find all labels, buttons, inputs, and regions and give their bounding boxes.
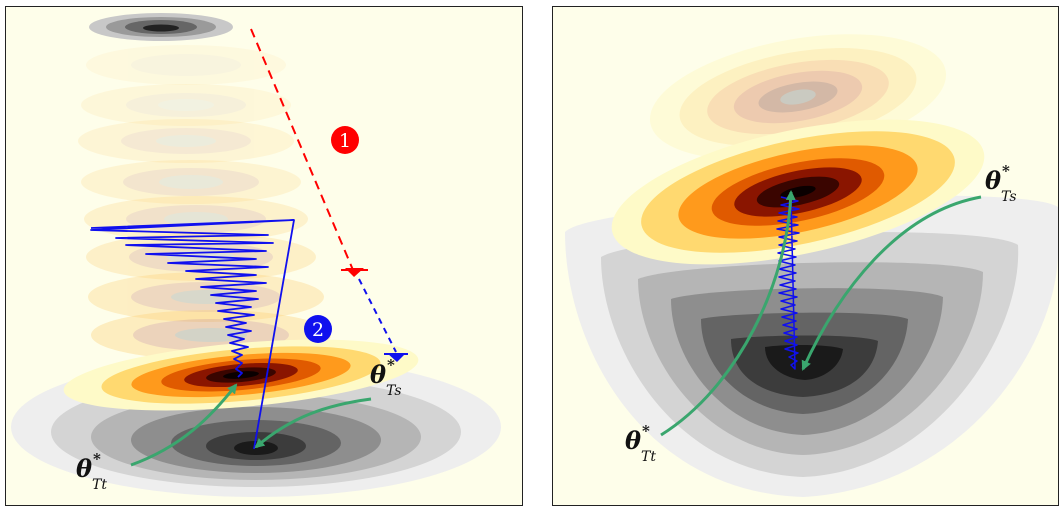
theta-target-label: θ * Tt bbox=[625, 422, 656, 465]
source-optimum-arrow bbox=[254, 397, 372, 449]
source-loss-landscape bbox=[611, 119, 985, 265]
svg-text:*: * bbox=[93, 450, 101, 468]
svg-text:Ts: Ts bbox=[386, 383, 402, 399]
svg-text:*: * bbox=[1002, 162, 1010, 180]
theta-source-label: θ * Ts bbox=[370, 356, 402, 399]
step-1-path bbox=[250, 28, 368, 277]
step-marker-2: 2 bbox=[304, 315, 332, 343]
svg-text:θ: θ bbox=[625, 426, 641, 455]
svg-text:Tt: Tt bbox=[641, 449, 656, 465]
initial-landscape bbox=[89, 13, 233, 41]
right-diagram: θ * Ts θ * Tt bbox=[565, 34, 1058, 497]
fine-tuning-trajectory bbox=[776, 196, 800, 370]
svg-text:θ: θ bbox=[76, 454, 92, 483]
source-landscape-stack bbox=[78, 45, 331, 360]
svg-text:θ: θ bbox=[985, 166, 1001, 195]
theta-source-label: θ * Ts bbox=[985, 162, 1017, 205]
right-panel: θ * Ts θ * Tt bbox=[552, 6, 1059, 506]
fine-tuning-trajectory bbox=[90, 219, 295, 450]
svg-text:*: * bbox=[387, 356, 395, 374]
left-diagram: 1 2 θ * Ts θ * Tt bbox=[11, 13, 501, 497]
svg-text:θ: θ bbox=[370, 360, 386, 389]
svg-text:Tt: Tt bbox=[92, 477, 107, 493]
step-2-path bbox=[358, 278, 408, 362]
svg-text:1: 1 bbox=[339, 130, 351, 152]
target-optimum-arrow bbox=[130, 383, 238, 467]
left-panel: 1 2 θ * Ts θ * Tt bbox=[5, 6, 523, 506]
theta-target-label: θ * Tt bbox=[76, 450, 107, 493]
svg-text:2: 2 bbox=[312, 319, 324, 341]
svg-text:Ts: Ts bbox=[1001, 189, 1017, 205]
source-optimum-arrow bbox=[801, 195, 982, 371]
svg-text:*: * bbox=[642, 422, 650, 440]
target-loss-basin bbox=[565, 195, 1058, 497]
target-optimum-arrow bbox=[660, 190, 796, 437]
step-marker-1: 1 bbox=[331, 126, 359, 154]
